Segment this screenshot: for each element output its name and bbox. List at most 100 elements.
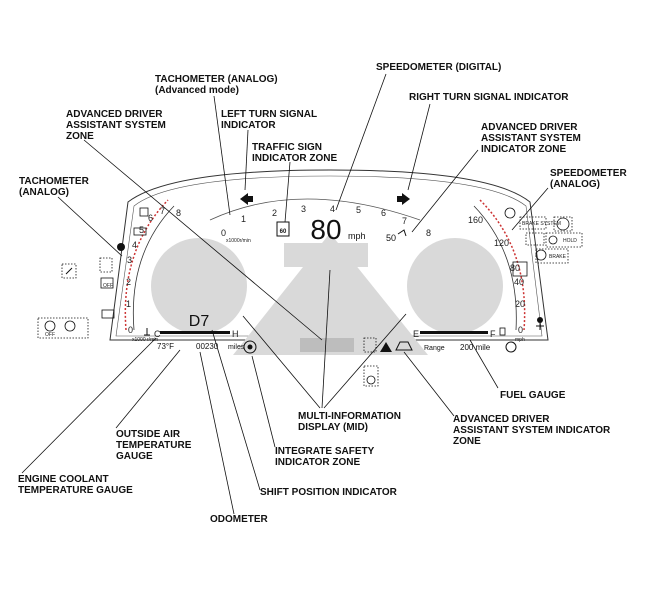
- speedo-tick: 160: [468, 215, 483, 225]
- brake-hold-icon: [548, 235, 558, 245]
- tach-outer-tick: 4: [132, 240, 137, 250]
- tach-outer-tick: 5: [139, 225, 144, 235]
- cruise-set-speed: 50: [386, 233, 396, 243]
- right-turn-arrow-icon: [402, 193, 410, 205]
- temp-hot-label: H: [232, 329, 239, 339]
- callout-labels: TACHOMETER (ANALOG) (Advanced mode) SPEE…: [18, 62, 627, 525]
- label-outside-air-temp: TEMPERATURE: [116, 440, 192, 451]
- battery-icon: [101, 309, 115, 319]
- auto-idle-stop-icon: [64, 320, 76, 332]
- collision-warning-icon: [395, 341, 413, 351]
- temp-cold-label: C: [154, 329, 161, 339]
- tach-inner-tick: 8: [426, 228, 431, 238]
- fuel-pump-icon: [499, 327, 506, 336]
- speedo-tick: 120: [494, 238, 509, 248]
- lane-keep-icon: [363, 337, 377, 353]
- label-outside-air-temp: OUTSIDE AIR: [116, 429, 181, 440]
- tach-inner-tick: 2: [272, 208, 277, 218]
- brake-hold-box: [545, 232, 583, 248]
- label-adas-indicator-zone-bottom: ASSISTANT SYSTEM INDICATOR: [453, 425, 611, 436]
- tach-inner-tick: 5: [356, 205, 361, 215]
- brake-system-box: [519, 216, 547, 230]
- seatbelt-icon: [117, 243, 125, 251]
- label-integrate-safety: INDICATOR ZONE: [275, 457, 361, 468]
- speed-unit: mph: [348, 231, 366, 241]
- auto-idle-stop-off-icon: [44, 320, 56, 332]
- info-icon: [505, 341, 517, 353]
- label-tachometer-analog: (ANALOG): [19, 187, 69, 198]
- label-tachometer-analog: TACHOMETER: [19, 176, 90, 187]
- tach-outer-tick: 6: [148, 213, 153, 223]
- tire-pressure-icon: [504, 207, 516, 219]
- electric-parking-brake-icon: [525, 232, 545, 246]
- range-label: Range: [424, 345, 445, 352]
- label-speedometer-analog: (ANALOG): [550, 179, 600, 190]
- tach-outer-tick: 3: [127, 255, 132, 265]
- label-adas-zone-left: ZONE: [66, 131, 94, 142]
- airbag-icon: [537, 317, 543, 323]
- tach-outer-tick: 1: [126, 299, 131, 309]
- label-left-turn-signal: LEFT TURN SIGNAL: [221, 109, 317, 120]
- headlight-icon: [139, 207, 149, 217]
- brake-hold-label: HOLD: [563, 238, 577, 244]
- label-tachometer-advanced-mode: (Advanced mode): [155, 85, 239, 96]
- adas-system-zone: [300, 338, 354, 352]
- brake-box: [535, 248, 569, 264]
- tach-outer-tick: 2: [126, 277, 131, 287]
- fog-light-icon: [133, 227, 147, 236]
- label-left-turn-signal: INDICATOR: [221, 120, 276, 131]
- vsa-off-label: OFF: [103, 283, 113, 289]
- brake-warning-icon: [556, 217, 570, 231]
- label-speedometer-digital: SPEEDOMETER (DIGITAL): [376, 62, 501, 73]
- speedo-ticks: 0 20 40 80 120 160 mph: [468, 215, 525, 343]
- label-right-turn-signal: RIGHT TURN SIGNAL INDICATOR: [409, 92, 569, 103]
- speedo-tick: 0: [518, 325, 523, 335]
- mid-triangle: [233, 233, 428, 355]
- speed-value: 80: [310, 214, 341, 245]
- tach-outer-tick: 0: [128, 325, 133, 335]
- outside-temp-value: 73°F: [157, 342, 174, 351]
- label-adas-zone-left: ADVANCED DRIVER: [66, 109, 163, 120]
- speedo-tick: 40: [514, 277, 524, 287]
- traffic-sign-value: 60: [280, 229, 287, 235]
- odometer-unit: miles: [228, 344, 245, 351]
- cruise-icon: [397, 229, 407, 237]
- label-odometer: ODOMETER: [210, 514, 269, 525]
- label-adas-indicator-zone-bottom: ADVANCED DRIVER: [453, 414, 550, 425]
- brake-label: BRAKE: [549, 254, 567, 260]
- label-fuel-gauge: FUEL GAUGE: [500, 390, 566, 401]
- tach-inner-tick: 3: [301, 204, 306, 214]
- label-shift-position: SHIFT POSITION INDICATOR: [260, 487, 398, 498]
- left-turn-arrow-icon: [240, 193, 248, 205]
- right-gauge-area: [407, 238, 503, 334]
- tach-outer-ticks: 0 1 2 3 4 5 6 7 8 x1000 r/min: [126, 206, 181, 343]
- road-departure-icon: [380, 342, 392, 352]
- tach-inner-unit: x1000r/min: [226, 238, 251, 244]
- fuel-full-label: F: [490, 329, 496, 339]
- label-adas-indicator-zone-right: ASSISTANT SYSTEM: [481, 133, 581, 144]
- coolant-temp-icon: [144, 328, 150, 336]
- tpms-icon: [61, 263, 77, 279]
- odometer-value: 00230: [196, 342, 219, 351]
- tach-inner-tick: 0: [221, 228, 226, 238]
- label-adas-indicator-zone-right: INDICATOR ZONE: [481, 144, 567, 155]
- left-gauge-area: [151, 238, 247, 334]
- range-value: 200 mile: [460, 343, 491, 352]
- speedo-tick: 20: [515, 299, 525, 309]
- vsa-off-icon: [100, 277, 114, 289]
- speedo-digital-zone: [284, 243, 368, 267]
- label-engine-coolant: ENGINE COOLANT: [18, 474, 109, 485]
- cluster-content: 60 80 mph 50 D7 C H E F 73°F 00230 miles…: [37, 193, 583, 387]
- shift-position-value: D7: [189, 313, 210, 330]
- fuel-empty-label: E: [413, 329, 419, 339]
- label-adas-zone-left: ASSISTANT SYSTEM: [66, 120, 166, 131]
- leader-lines: [21, 73, 549, 515]
- tach-outer-tick: 7: [160, 206, 165, 216]
- label-traffic-sign-zone: TRAFFIC SIGN: [252, 142, 322, 153]
- auto-idle-stop-box: [37, 317, 89, 339]
- adas-indicator-icon: [363, 365, 379, 387]
- cluster-body: [109, 169, 549, 355]
- label-tachometer-advanced: TACHOMETER (ANALOG): [155, 74, 278, 85]
- brake-system-label: BRAKE SYSTEM: [522, 221, 561, 227]
